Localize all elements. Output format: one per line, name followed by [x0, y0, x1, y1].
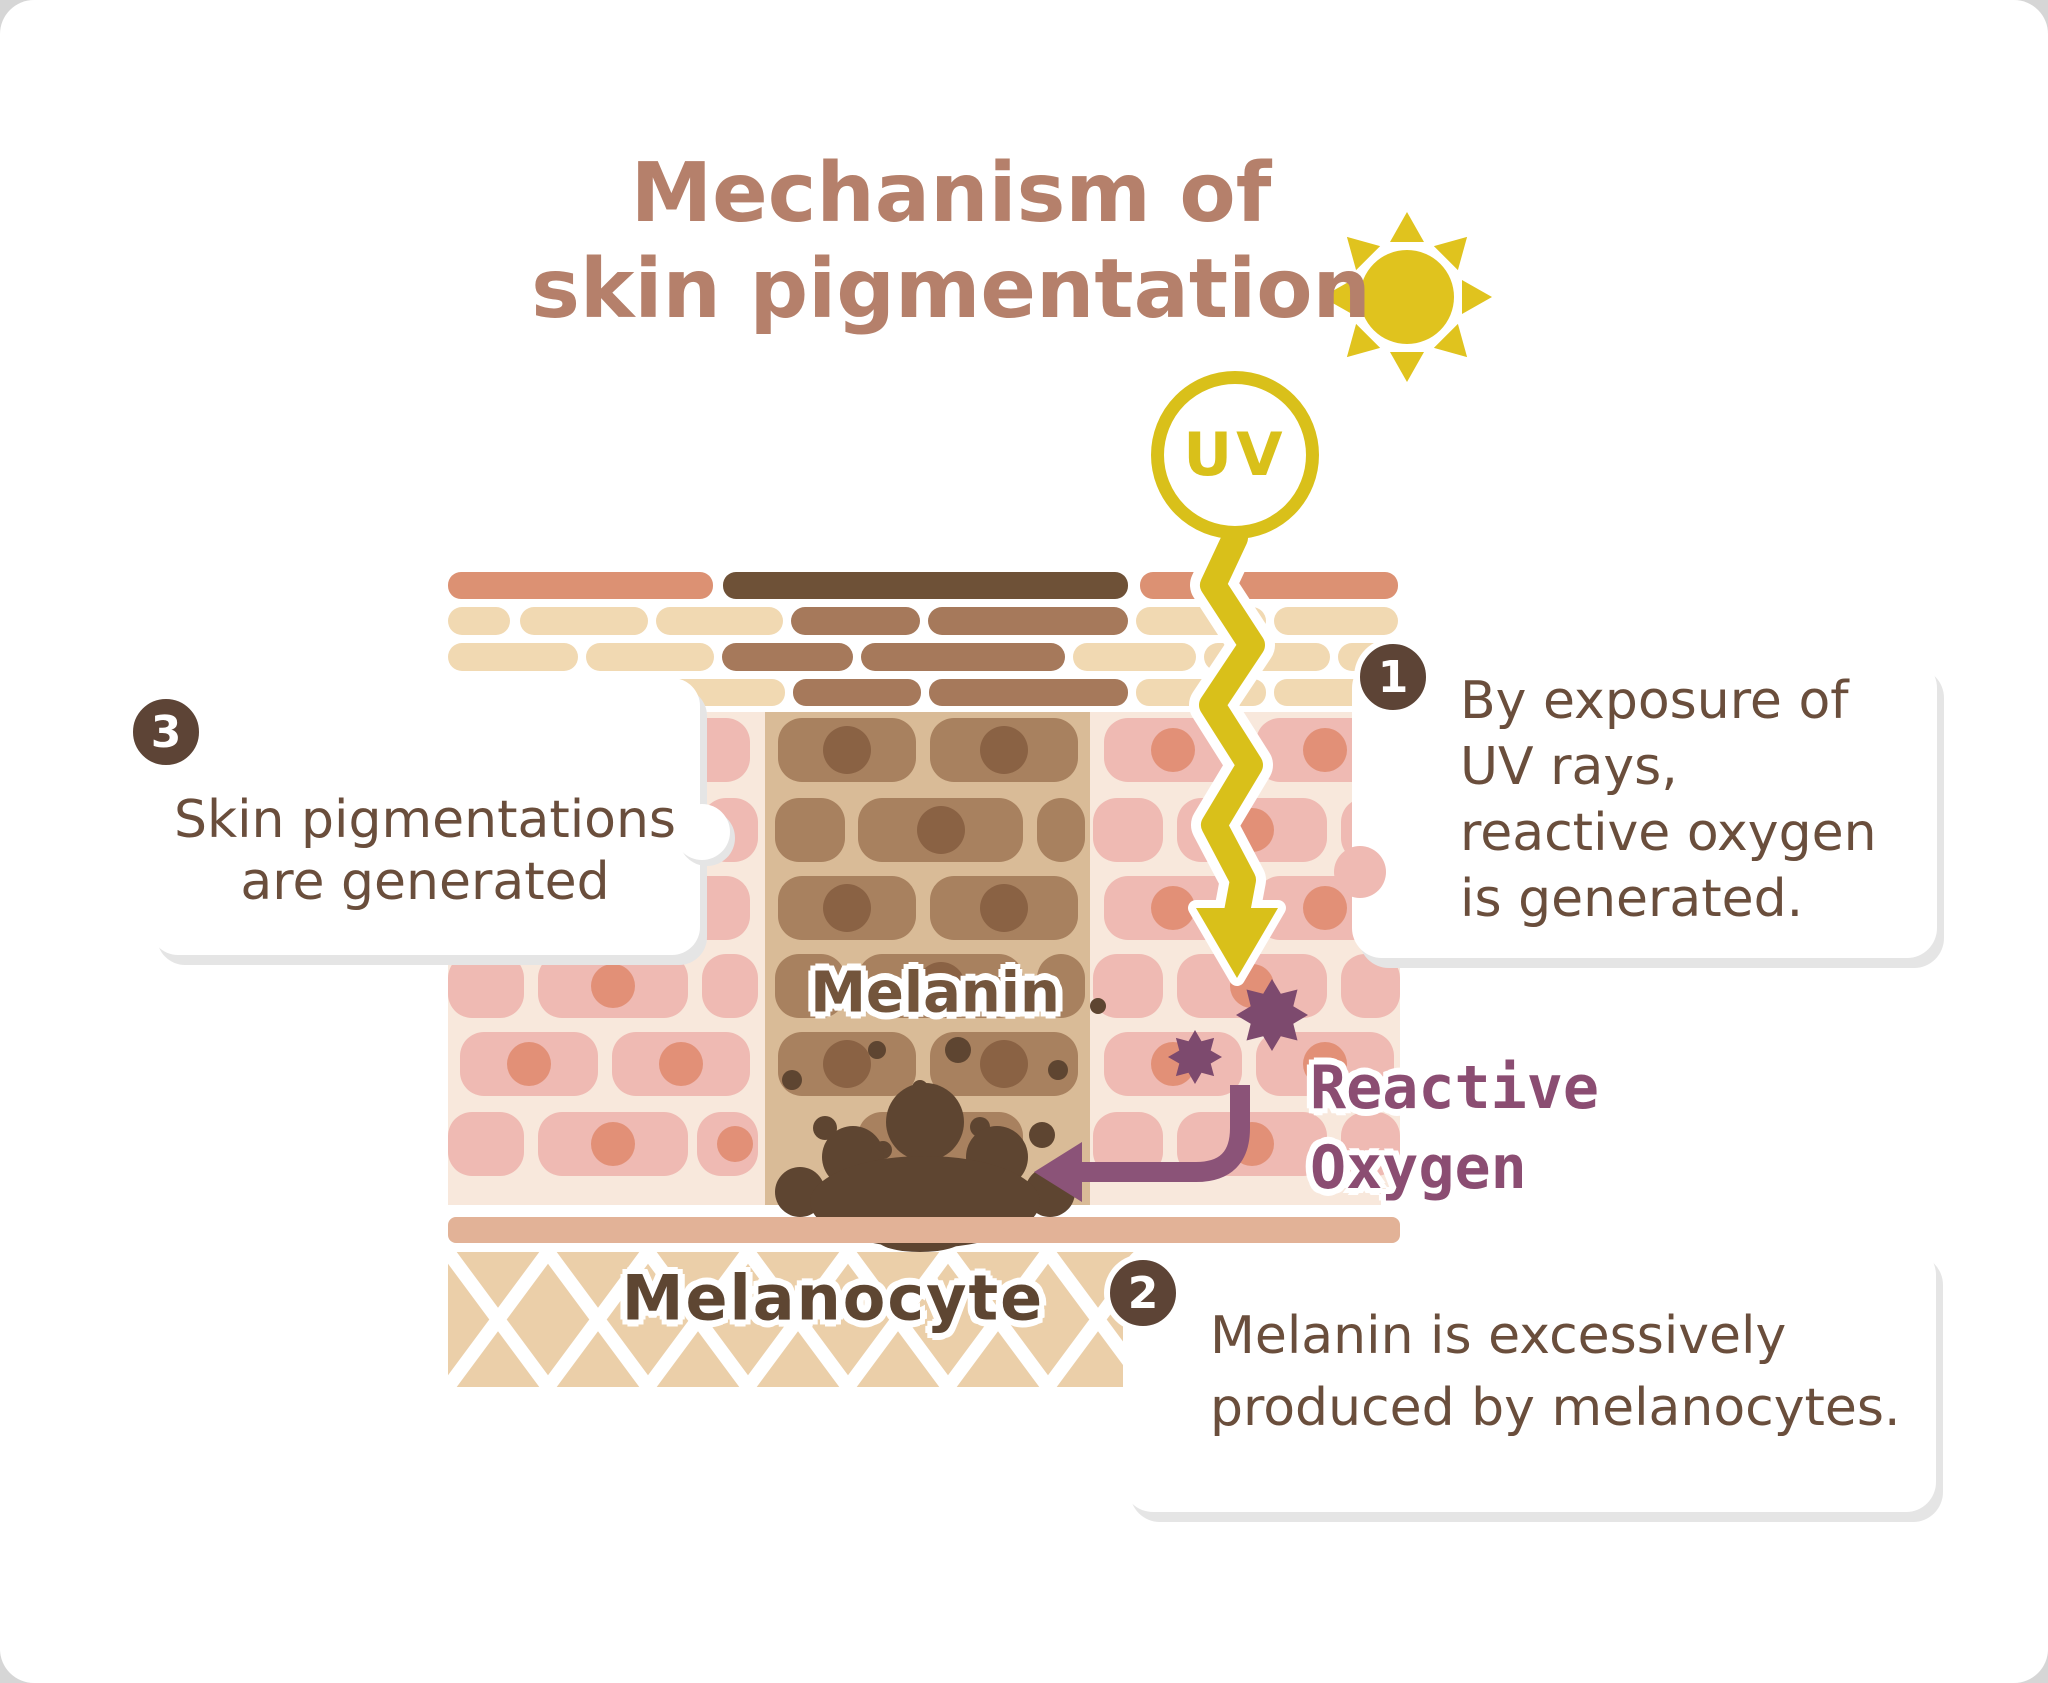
step-2-text: Melanin is excessively produced by melan…: [1210, 1306, 1901, 1438]
page-title: Mechanism of skin pigmentation: [531, 146, 1371, 338]
step-3-badge: 3: [127, 693, 205, 771]
uv-label: UV: [1183, 420, 1287, 490]
uv-ray-arrow-icon: [1188, 515, 1286, 986]
callout-step-2: [1123, 1245, 1936, 1512]
callout-step-3: [150, 678, 700, 955]
melanin-label: Melanin: [810, 960, 1060, 1026]
basement-membrane: [448, 1217, 1400, 1243]
step-3-text: Skin pigmentations are generated: [173, 790, 677, 912]
uv-circle-icon: UV: [1151, 371, 1319, 539]
skin-cell-bump: [1334, 846, 1386, 898]
step-2-number: 2: [1127, 1267, 1159, 1319]
reactive-oxygen-label: Reactive Oxygen: [1310, 1053, 1599, 1203]
melanocyte-cell: [775, 1083, 1075, 1252]
callout-step-1: [1352, 658, 1937, 958]
title-line-2: skin pigmentation: [531, 242, 1371, 337]
step-1-text: By exposure of UV rays, reactive oxygen …: [1460, 671, 1877, 929]
step-1-number: 1: [1377, 651, 1409, 703]
melanin-production-arrow-icon: [1034, 1085, 1250, 1202]
reactive-oxygen-icon: [1168, 979, 1308, 1084]
step-2-badge: 2: [1104, 1254, 1182, 1332]
sun-icon: [1322, 212, 1492, 382]
callout-3-edge-bump: [674, 804, 730, 860]
melanocyte-label: Melanocyte: [621, 1261, 1045, 1335]
step-1-badge: 1: [1354, 638, 1432, 716]
title-line-1: Mechanism of: [630, 146, 1272, 241]
step-3-number: 3: [150, 706, 182, 758]
